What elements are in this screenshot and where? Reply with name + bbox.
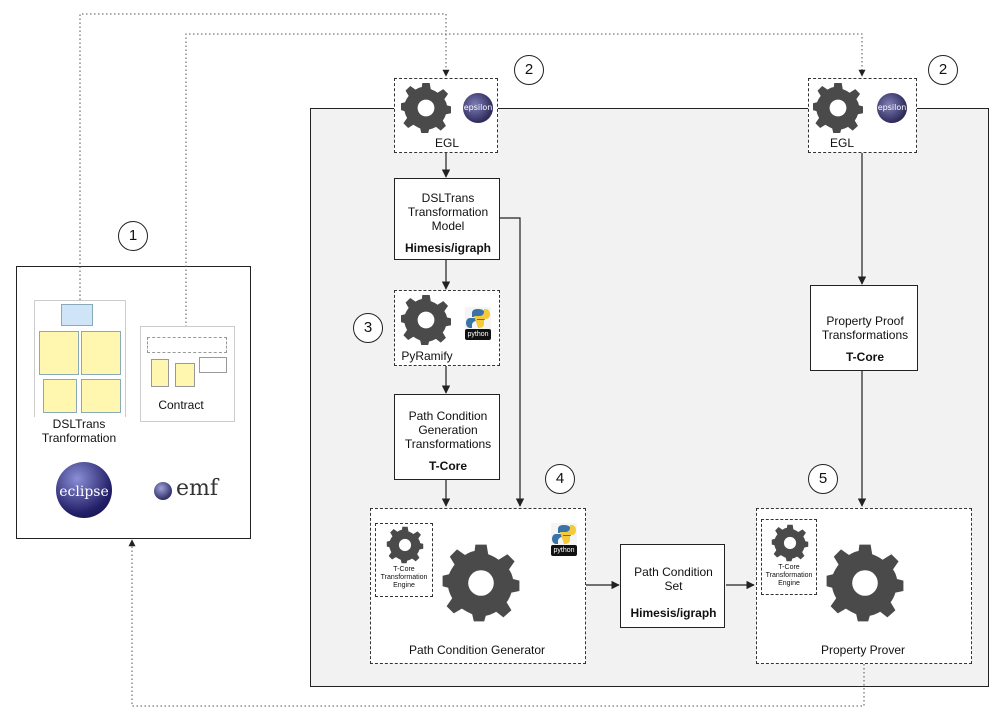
property-proof-node: Property Proof Transformations T-Core	[810, 285, 918, 371]
step-number-3: 3	[353, 313, 383, 343]
contract-thumbnail	[140, 326, 235, 422]
egl-right-node: epsilon EGL	[808, 78, 917, 153]
egl-left-label: EGL	[434, 136, 459, 150]
path-condition-generation-label: Path Condition Generation Transformation…	[404, 409, 492, 451]
large-gear-icon	[441, 543, 521, 623]
path-condition-generator-label: Path Condition Generator	[408, 643, 546, 657]
emf-logo-text: emf	[176, 476, 219, 501]
python-logo-icon: python	[465, 307, 491, 341]
egl-right-label: EGL	[829, 136, 854, 150]
python-logo-icon: python	[551, 523, 577, 557]
tcore-engine-inner: T-Core Transformation Engine	[375, 523, 433, 597]
egl-left-node: epsilon EGL	[394, 78, 498, 153]
path-condition-generation-tech: T-Core	[428, 459, 467, 473]
property-prover-label: Property Prover	[820, 643, 906, 657]
property-proof-label: Property Proof Transformations	[821, 314, 909, 342]
dsltrans-model-tech: Himesis/igraph	[404, 241, 492, 255]
arrow-dsltrans-to-generator	[500, 217, 525, 507]
dsltrans-model-node: DSLTrans Transformation Model Himesis/ig…	[394, 178, 500, 260]
step-number-4: 4	[545, 464, 575, 494]
dsltrans-model-label: DSLTrans Transformation Model	[407, 191, 489, 233]
path-condition-generation-node: Path Condition Generation Transformation…	[394, 394, 500, 480]
gear-icon	[771, 524, 809, 562]
path-condition-set-node: Path Condition Set Himesis/igraph	[620, 544, 725, 628]
gear-icon	[386, 526, 424, 564]
dotted-link-dsltrans-to-egl	[79, 13, 450, 300]
contract-thumbnail-label: Contract	[158, 398, 204, 412]
path-condition-set-label: Path Condition Set	[634, 565, 713, 593]
pyramify-node: python PyRamify	[394, 290, 500, 366]
step-number-1: 1	[118, 221, 148, 251]
dotted-link-prover-to-source	[128, 539, 865, 707]
property-proof-tech: T-Core	[845, 350, 884, 364]
epsilon-logo-icon: epsilon	[877, 93, 907, 123]
gear-icon	[401, 295, 451, 345]
step-number-5: 5	[808, 464, 838, 494]
step-number-2-right: 2	[928, 55, 958, 85]
gear-icon	[401, 83, 451, 133]
step-number-2-left: 2	[514, 55, 544, 85]
tcore-engine-label: T-Core Transformation Engine	[380, 566, 428, 589]
gear-icon	[813, 83, 863, 133]
path-condition-generator-node: T-Core Transformation Engine python Path…	[370, 508, 586, 664]
large-gear-icon	[825, 543, 905, 623]
tcore-engine-label: T-Core Transformation Engine	[765, 564, 813, 587]
path-condition-set-tech: Himesis/igraph	[630, 606, 717, 620]
property-prover-node: T-Core Transformation Engine Property Pr…	[756, 508, 972, 664]
dsltrans-thumbnail-label: DSLTrans Tranformation	[24, 417, 134, 445]
emf-logo-icon	[154, 482, 172, 500]
tcore-engine-inner: T-Core Transformation Engine	[761, 519, 817, 595]
eclipse-logo: eclipse	[56, 462, 112, 518]
pyramify-label: PyRamify	[401, 349, 453, 363]
epsilon-logo-icon: epsilon	[463, 93, 493, 123]
